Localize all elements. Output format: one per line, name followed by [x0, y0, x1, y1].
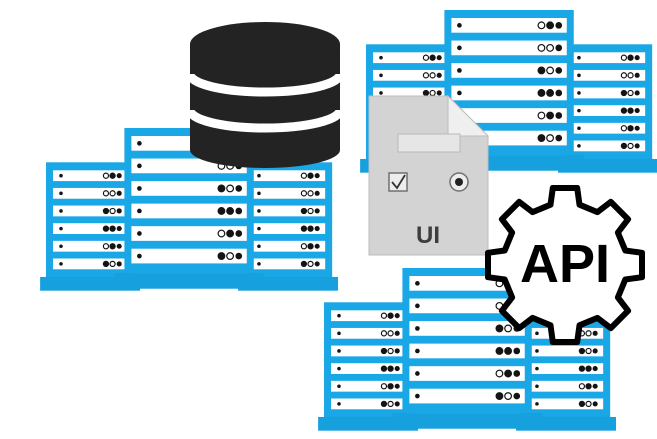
server-rack-icon — [243, 162, 333, 278]
server-rack-icon — [324, 302, 413, 418]
radio-selected-icon — [449, 172, 469, 192]
api-label: API — [520, 234, 610, 294]
database-icon — [185, 22, 345, 168]
server-rack-icon — [563, 44, 653, 160]
checkbox-checked-icon — [388, 172, 408, 192]
gear-icon: API — [485, 185, 645, 345]
ui-file-icon: UI — [368, 94, 490, 256]
ui-file-label: UI — [416, 222, 440, 249]
server-rack-icon — [46, 162, 135, 278]
